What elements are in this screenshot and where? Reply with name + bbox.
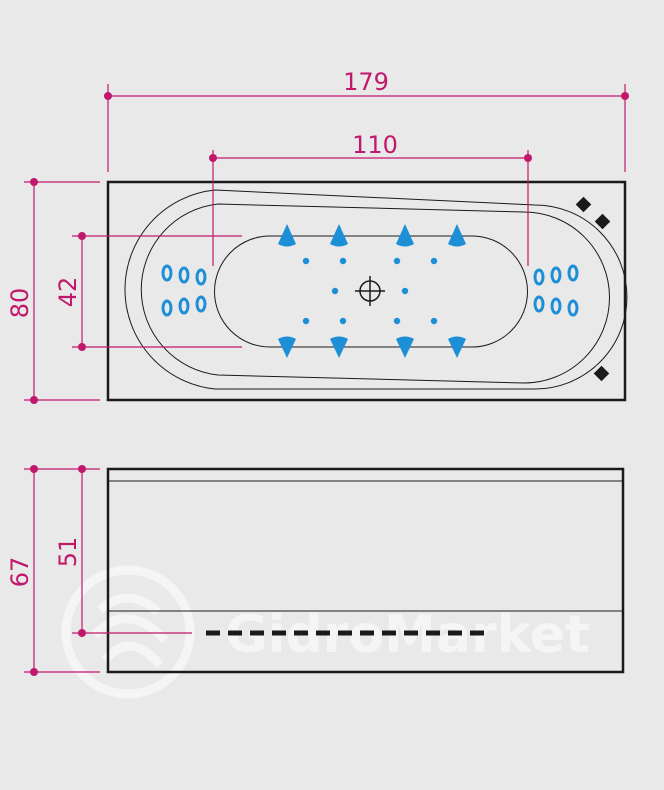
side-frame	[106, 467, 625, 674]
width-label: 80	[6, 288, 34, 319]
ellipse-jet-icon	[161, 264, 579, 317]
inner-length-label: 110	[352, 131, 398, 159]
diamond-control-icon	[575, 196, 611, 382]
side-view: 67 51	[6, 465, 625, 676]
dimension-lines-top	[24, 84, 629, 404]
tub-frame	[106, 180, 627, 402]
triangle-nozzle-icon	[278, 224, 466, 358]
length-label: 179	[343, 68, 389, 96]
tub-rim-inner	[140, 203, 610, 384]
dimension-lines-side	[24, 465, 192, 676]
inner-width-label: 42	[54, 277, 82, 308]
air-jet-dots	[302, 257, 438, 325]
tub-basin	[214, 235, 528, 348]
tub-rim-outer	[124, 189, 628, 390]
height-label: 67	[6, 557, 34, 588]
crosshair-drain-icon	[355, 276, 385, 306]
inner-height-label: 51	[54, 537, 82, 568]
top-view: 179 110 80 42	[6, 68, 629, 404]
